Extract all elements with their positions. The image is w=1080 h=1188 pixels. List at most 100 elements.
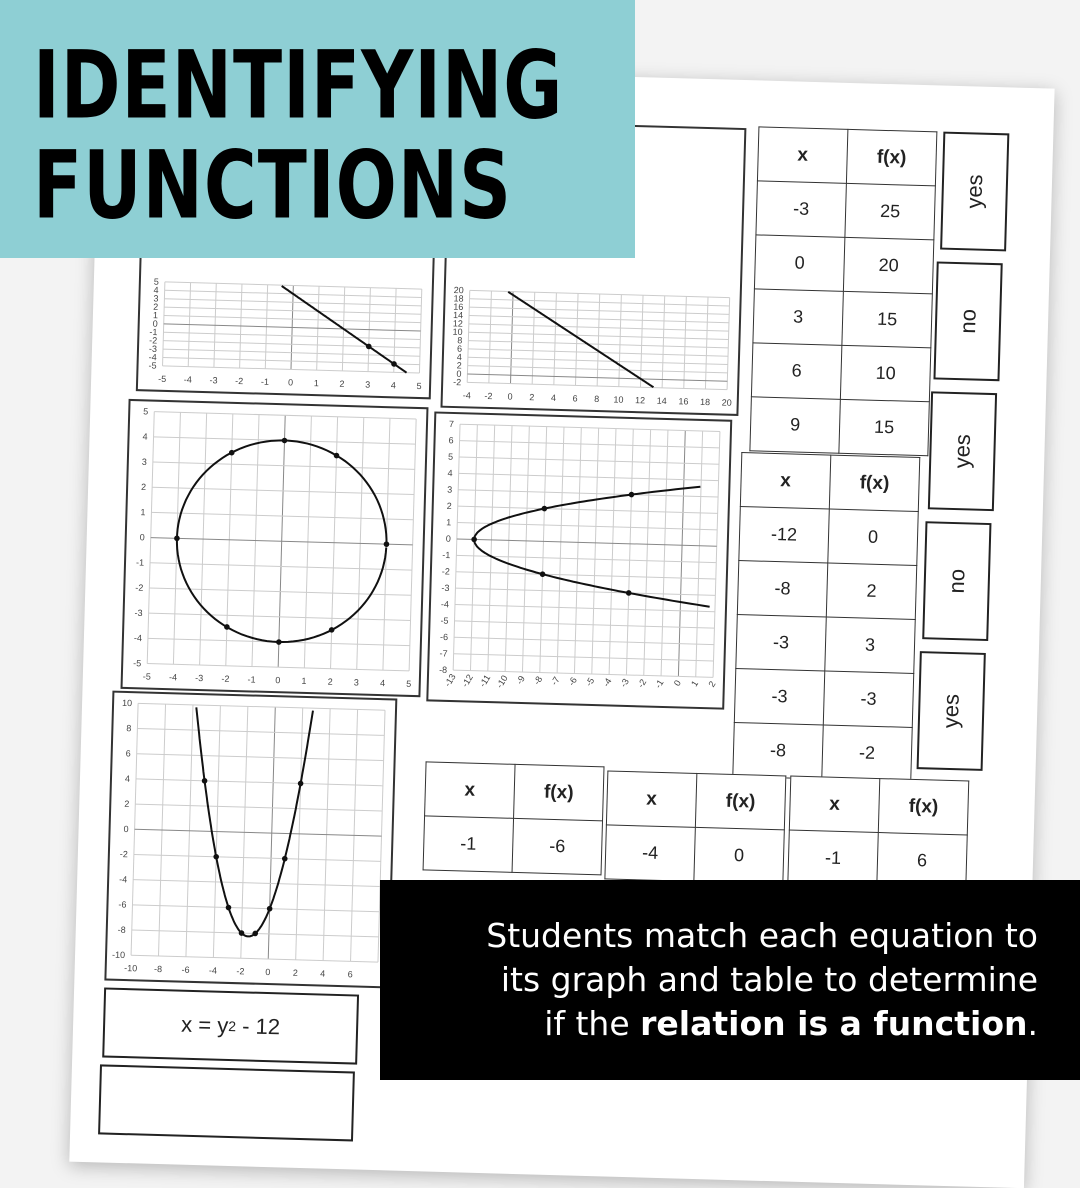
y-tick-label: 5 bbox=[448, 452, 453, 462]
x-tick-label: 12 bbox=[635, 395, 645, 405]
table-cell: 3 bbox=[824, 616, 916, 674]
grid-line bbox=[163, 331, 421, 340]
x-tick-label: -8 bbox=[154, 964, 162, 974]
y-tick-label: 10 bbox=[122, 698, 132, 708]
grid-line bbox=[162, 348, 420, 357]
y-tick-label: 1 bbox=[140, 507, 145, 517]
table-cell: 0 bbox=[827, 509, 919, 566]
answer-card-yes[interactable]: yes bbox=[916, 651, 986, 771]
column-header: f(x) bbox=[513, 764, 605, 821]
grid-line bbox=[618, 294, 622, 387]
grid-line bbox=[726, 297, 731, 390]
grid-line bbox=[468, 348, 729, 357]
x-tick-label: -9 bbox=[514, 674, 527, 686]
x-tick-label: -4 bbox=[169, 672, 177, 682]
caption-bold: relation is a function bbox=[640, 1004, 1028, 1043]
grid-line bbox=[455, 571, 716, 580]
grid-line bbox=[531, 292, 536, 385]
card-label: no bbox=[954, 308, 981, 334]
grid-line bbox=[608, 428, 617, 675]
grid-line bbox=[466, 290, 471, 383]
table-cell: -12 bbox=[738, 506, 830, 564]
y-tick-label: 0 bbox=[123, 824, 128, 834]
table-cell: 25 bbox=[844, 183, 936, 240]
caption-box: Students match each equation to its grap… bbox=[380, 880, 1080, 1080]
data-point bbox=[224, 624, 230, 630]
x-tick-label: 0 bbox=[275, 675, 280, 685]
data-point bbox=[541, 505, 548, 512]
grid-line bbox=[456, 554, 717, 564]
data-point bbox=[266, 905, 273, 912]
answer-card-yes[interactable]: yes bbox=[927, 391, 998, 512]
caption-line-3: if the relation is a function. bbox=[380, 1002, 1038, 1046]
column-header: f(x) bbox=[695, 773, 786, 830]
x-tick-label: 18 bbox=[700, 397, 710, 407]
grid-line bbox=[510, 291, 514, 384]
grid-line bbox=[712, 431, 721, 678]
x-tick-label: -6 bbox=[181, 965, 189, 975]
x-tick-label: 1 bbox=[314, 378, 319, 388]
x-tick-label: -4 bbox=[184, 374, 192, 384]
y-tick-label: 2 bbox=[447, 501, 452, 511]
x-tick-label: 0 bbox=[265, 967, 270, 977]
x-tick-label: -4 bbox=[209, 965, 217, 975]
card-label: yes bbox=[937, 693, 964, 729]
grid-line bbox=[504, 425, 513, 672]
answer-card-no[interactable]: no bbox=[922, 521, 992, 642]
grid-line bbox=[467, 365, 728, 374]
data-point bbox=[297, 780, 304, 787]
title-line-2: FUNCTIONS bbox=[33, 130, 512, 240]
x-tick-label: -5 bbox=[143, 671, 151, 681]
answer-card-yes[interactable]: yes bbox=[940, 131, 1010, 252]
x-tick-label: 0 bbox=[672, 678, 683, 688]
grid-line bbox=[452, 424, 461, 671]
x-tick-label: 20 bbox=[722, 397, 732, 407]
grid-line bbox=[164, 298, 422, 307]
y-tick-label: 4 bbox=[448, 468, 453, 478]
answer-card-no[interactable]: no bbox=[933, 261, 1003, 382]
data-point bbox=[252, 930, 259, 937]
y-tick-label: -3 bbox=[149, 344, 157, 354]
y-tick-label: -4 bbox=[149, 352, 157, 362]
y-tick-label: -2 bbox=[453, 377, 461, 387]
y-tick-label: -8 bbox=[439, 665, 447, 675]
x-tick-label: -2 bbox=[235, 376, 243, 386]
x-tick-label: 5 bbox=[416, 381, 421, 391]
y-tick-label: 6 bbox=[126, 748, 131, 758]
grid-line bbox=[487, 425, 496, 672]
grid-line bbox=[459, 456, 720, 465]
grid-line bbox=[553, 292, 557, 385]
y-tick-label: -6 bbox=[440, 632, 448, 642]
grid-line bbox=[148, 612, 411, 621]
y-tick-label: 2 bbox=[153, 302, 158, 312]
x-tick-label: 6 bbox=[572, 393, 577, 403]
x-tick-label: -1 bbox=[247, 674, 255, 684]
grid-line bbox=[468, 331, 729, 340]
y-tick-label: 4 bbox=[457, 352, 462, 362]
x-tick-label: 5 bbox=[406, 679, 411, 689]
grid-line bbox=[162, 356, 420, 366]
y-tick-label: 20 bbox=[454, 285, 464, 295]
grid-line bbox=[454, 620, 715, 629]
grid-line bbox=[149, 587, 412, 596]
grid-line bbox=[146, 411, 155, 664]
column-header: x bbox=[757, 126, 848, 184]
grid-line bbox=[454, 604, 715, 613]
x-tick-label: -4 bbox=[601, 676, 614, 688]
table-cell: -3 bbox=[823, 670, 914, 728]
grid-line bbox=[154, 411, 417, 420]
table-row: -1-6 bbox=[423, 815, 603, 875]
y-tick-label: 3 bbox=[153, 293, 158, 303]
x-tick-label: -2 bbox=[636, 677, 649, 689]
equation-card-2[interactable] bbox=[98, 1064, 355, 1142]
